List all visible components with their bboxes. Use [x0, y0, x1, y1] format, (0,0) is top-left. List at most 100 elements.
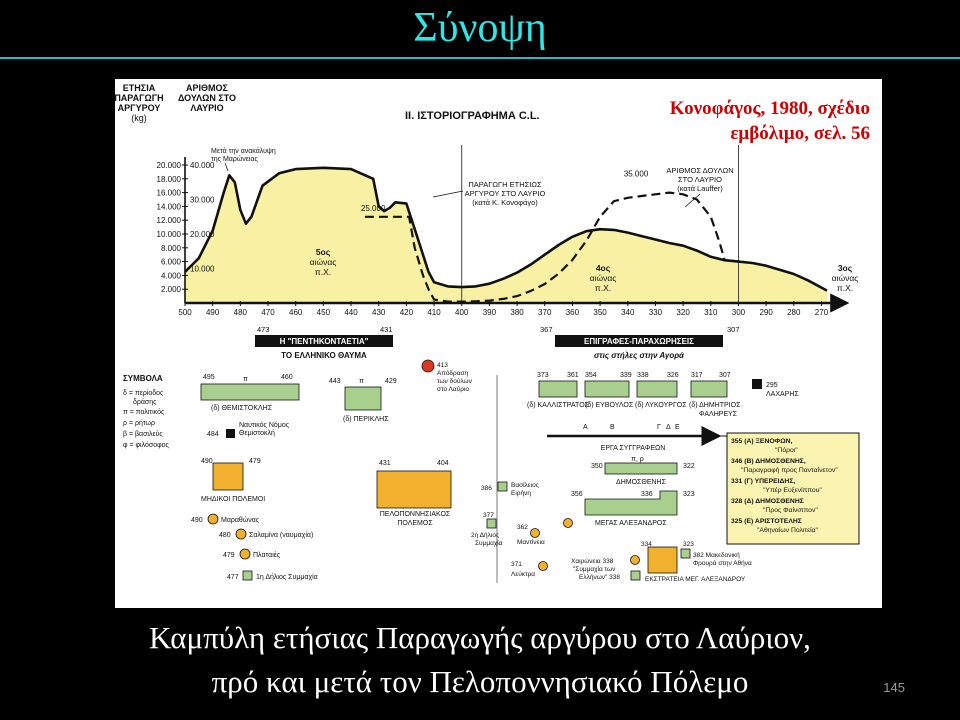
item-start: 354: [585, 372, 597, 379]
left-axis-label-line: (kg): [131, 113, 147, 123]
event-line: 362: [517, 524, 528, 531]
x-tick-label: 400: [455, 308, 469, 317]
item-end: 323: [683, 491, 695, 498]
writers-letter: Β: [610, 424, 615, 431]
x-tick-label: 450: [317, 308, 331, 317]
writers-label: ΕΡΓΑ ΣΥΓΓΡΑΦΕΩΝ: [601, 445, 666, 452]
item-start: 338: [637, 372, 649, 379]
battles-list: 490 Μαραθώνας 480 Σαλαμίνα (ναυμαχία) 47…: [191, 513, 318, 581]
event-line: Φρουρά στην Αθήνα: [693, 559, 752, 567]
source-line: "Πόροι": [775, 446, 798, 454]
left-axis-label-line: ΠΑΡΑΓΩΓΗ: [115, 93, 164, 103]
item-label: (δ) ΚΑΛΛΙΣΤΡΑΤΟΣ: [527, 402, 590, 409]
item-label: ΠΕΛΟΠΟΝΝΗΣΙΑΚΟΣ: [380, 511, 451, 518]
source-line: "Προς Φαίνιππον": [763, 506, 818, 514]
escape-line: στο Λαύριο: [437, 385, 469, 393]
event-marker: [486, 518, 497, 529]
symbol-entry: π = πολιτικός: [123, 408, 165, 416]
item-bar: [212, 462, 244, 491]
symbol-entry: φ = φιλόσοφος: [123, 441, 170, 449]
x-tick-label: 360: [566, 308, 580, 317]
x-tick-label: 460: [289, 308, 303, 317]
item-bar: [690, 380, 728, 398]
event-line: 371: [511, 561, 522, 568]
value-annotation: 25.000: [361, 204, 386, 213]
ekstrateia-bar: [647, 546, 678, 574]
symbols-title: ΣΥΜΒΟΛΑ: [123, 374, 163, 383]
battle-label: Μαραθώνας: [221, 516, 260, 524]
item-end: 307: [719, 372, 731, 379]
item-bar: [344, 386, 382, 411]
y2-tick-label: 10.000: [190, 265, 215, 274]
item-bar: [200, 383, 300, 401]
item-end: 460: [281, 374, 293, 381]
x-tick-label: 480: [234, 308, 248, 317]
x-tick-label: 370: [538, 308, 552, 317]
annotation-line: (κατά Κ. Κονοφάγο): [472, 198, 538, 207]
caption-line: Καμπύλη ετήσιας Παραγωγής αργύρου στο Λα…: [149, 620, 811, 655]
production-area: [185, 167, 827, 303]
item-start: 356: [571, 491, 583, 498]
item-label: (δ) ΘΕΜΙΣΤΟΚΛΗΣ: [211, 405, 273, 412]
century-label-line: π.Χ.: [315, 267, 331, 277]
item-label: ΔΗΜΟΣΘΕΝΗΣ: [616, 479, 667, 486]
source-line: "Παραγραφή προς Πανταίνετον": [741, 466, 838, 474]
item-mark: π, ρ: [631, 456, 644, 463]
writers-letter: Δ: [666, 424, 671, 431]
event-line: Μαντίνεια: [517, 538, 545, 546]
item-bar: [538, 380, 578, 398]
event-line: 2η Δήλιος: [471, 532, 499, 539]
source-line: 331 (Γ) ΥΠΕΡΕΙΔΗΣ,: [731, 478, 795, 485]
item-start: 431: [379, 460, 391, 467]
battle-label: 1η Δήλιος Συμμαχία: [256, 573, 318, 581]
left-axis-label-line: ΕΤΗΣΙΑ: [123, 83, 156, 93]
y-tick-label: 8.000: [161, 244, 182, 253]
x-tick-label: 350: [593, 308, 607, 317]
period-label: ΕΠΙΓΡΑΦΕΣ-ΠΑΡΑΧΩΡΗΣΕΙΣ: [584, 337, 694, 346]
x-tick-label: 500: [178, 308, 192, 317]
left-axis-label-line: ΑΡΓΥΡΟΥ: [118, 103, 161, 113]
right-axis-label-line: ΛΑΥΡΙΟ: [190, 103, 223, 113]
century-label-line: π.Χ.: [837, 283, 853, 293]
event-line: 382 Μακεδονική: [693, 552, 740, 559]
annotation-line: Μετά την ανακάλυψη: [211, 147, 276, 155]
item-label: (δ) ΛΥΚΟΥΡΓΟΣ: [635, 402, 687, 409]
euboulos-item: 354 339 (δ) ΕΥΒΟΥΛΟΣ: [584, 372, 634, 409]
annotation-pointer: [432, 190, 464, 198]
event-marker: [630, 570, 641, 581]
item-start: 495: [203, 374, 215, 381]
axis-layer: 2.0004.0006.0008.00010.00012.00014.00016…: [157, 145, 850, 317]
event-marker: [530, 528, 540, 538]
chart-svg: ΙΙ. ΙΣΤΟΡΙΟΓΡΑΦΗΜΑ C.L. Κονοφάγος, 1980,…: [115, 83, 870, 583]
x-tick-label: 290: [759, 308, 773, 317]
event-line: Βασίλειος: [511, 481, 539, 489]
item-bar: [376, 470, 452, 509]
item-label: ΛΑΧΑΡΗΣ: [766, 391, 799, 398]
event-line: Λεύκτρα: [511, 570, 535, 578]
event-line: 386: [481, 485, 492, 492]
item-end: 339: [620, 372, 632, 379]
event-marker: [538, 561, 548, 571]
perikles-item: 443 π 429 (δ) ΠΕΡΙΚΛΗΣ: [329, 378, 397, 423]
annotation-slaves: ΑΡΙΘΜΟΣ ΔΟΥΛΩΝ ΣΤΟ ΛΑΥΡΙΟ (κατά Lauffer): [666, 166, 734, 208]
y-tick-label: 6.000: [161, 258, 182, 267]
lykourgos-item: 338 326 (δ) ΛΥΚΟΥΡΓΟΣ: [635, 372, 687, 409]
battle-marker: [239, 548, 251, 560]
medic-wars-item: 490 479 ΜΗΔΙΚΟΙ ΠΟΛΕΜΟΙ: [201, 458, 265, 503]
y-tick-label: 14.000: [157, 202, 182, 211]
y-tick-label: 4.000: [161, 271, 182, 280]
x-tick-label: 280: [787, 308, 801, 317]
right-axis-label: ΑΡΙΘΜΟΣ ΔΟΥΛΩΝ ΣΤΟ ΛΑΥΡΙΟ: [178, 83, 236, 113]
annotation-maroneia: Μετά την ανακάλυψη της Μαρώνειας: [211, 147, 276, 172]
writers-timeline: Α Β Γ Δ Ε ΕΡΓΑ ΣΥΓΓΡΑΦΕΩΝ: [547, 424, 722, 452]
century-labels: 5ος αιώνας π.Χ. 4ος αιώνας π.Χ. 3ος αιών…: [310, 247, 859, 293]
symbol-entry: ρ = ρήτωρ: [123, 420, 155, 427]
item-start: 350: [591, 463, 603, 470]
item-start: 490: [201, 458, 213, 465]
item-end: 361: [567, 372, 579, 379]
annotation-line: ΑΡΙΘΜΟΣ ΔΟΥΛΩΝ: [666, 166, 733, 175]
century-label-line: αιώνας: [590, 273, 617, 283]
themistokles-item: 495 460 π (δ) ΘΕΜΙΣΤΟΚΛΗΣ: [200, 374, 300, 412]
item-label: ΜΗΔΙΚΟΙ ΠΟΛΕΜΟΙ: [201, 496, 265, 503]
